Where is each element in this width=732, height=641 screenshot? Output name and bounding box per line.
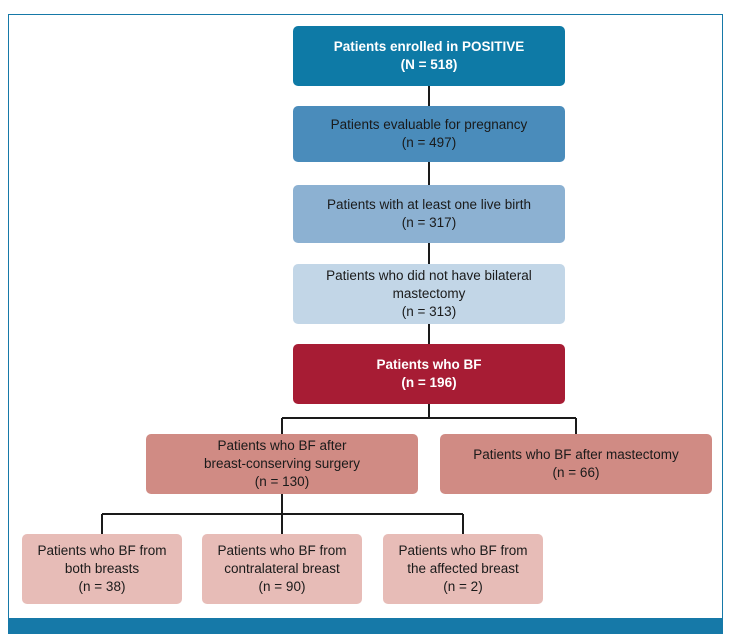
enrolled-label: Patients enrolled in POSITIVE <box>333 39 525 54</box>
bf-both-count: (n = 38) <box>78 579 126 594</box>
bottom-accent-bar <box>8 618 723 634</box>
live-birth-label: Patients with at least one live birth <box>326 197 532 212</box>
bf-mastectomy-count: (n = 66) <box>552 465 600 480</box>
no-bilateral-count: (n = 313) <box>401 304 457 319</box>
bf-mastectomy-label: Patients who BF after mastectomy <box>473 447 679 462</box>
bf-bcs-label-line1: Patients who BF after <box>217 438 347 453</box>
live-birth-count: (n = 317) <box>401 215 457 230</box>
bf-contralateral-box: Patients who BF from contralateral breas… <box>202 534 362 604</box>
bf-count: (n = 196) <box>401 375 457 390</box>
bf-bcs-label-line2: breast-conserving surgery <box>203 456 361 471</box>
bf-label: Patients who BF <box>376 357 482 372</box>
bf-affected-label-line2: the affected breast <box>407 561 519 576</box>
no-bilateral-box: Patients who did not have bilateral mast… <box>293 264 565 324</box>
bf-box: Patients who BF (n = 196) <box>293 344 565 404</box>
evaluable-label: Patients evaluable for pregnancy <box>330 117 528 132</box>
bf-bcs-count: (n = 130) <box>254 474 310 489</box>
bf-contralateral-label-line2: contralateral breast <box>224 561 340 576</box>
no-bilateral-label-line1: Patients who did not have bilateral <box>326 268 532 283</box>
bf-both-label-line2: both breasts <box>64 561 140 576</box>
evaluable-box: Patients evaluable for pregnancy (n = 49… <box>293 106 565 162</box>
bf-affected-label-line1: Patients who BF from <box>398 543 528 558</box>
bf-affected-count: (n = 2) <box>443 579 483 594</box>
bf-both-box: Patients who BF from both breasts (n = 3… <box>22 534 182 604</box>
no-bilateral-label-line2: mastectomy <box>392 286 466 301</box>
live-birth-box: Patients with at least one live birth (n… <box>293 185 565 243</box>
evaluable-count: (n = 497) <box>401 135 457 150</box>
bf-mastectomy-box: Patients who BF after mastectomy (n = 66… <box>440 434 712 494</box>
bf-affected-box: Patients who BF from the affected breast… <box>383 534 543 604</box>
enrolled-count: (N = 518) <box>400 57 458 72</box>
bf-both-label-line1: Patients who BF from <box>37 543 167 558</box>
bf-bcs-box: Patients who BF after breast-conserving … <box>146 434 418 494</box>
bf-contralateral-label-line1: Patients who BF from <box>217 543 347 558</box>
enrolled-box: Patients enrolled in POSITIVE (N = 518) <box>293 26 565 86</box>
bf-contralateral-count: (n = 90) <box>258 579 306 594</box>
